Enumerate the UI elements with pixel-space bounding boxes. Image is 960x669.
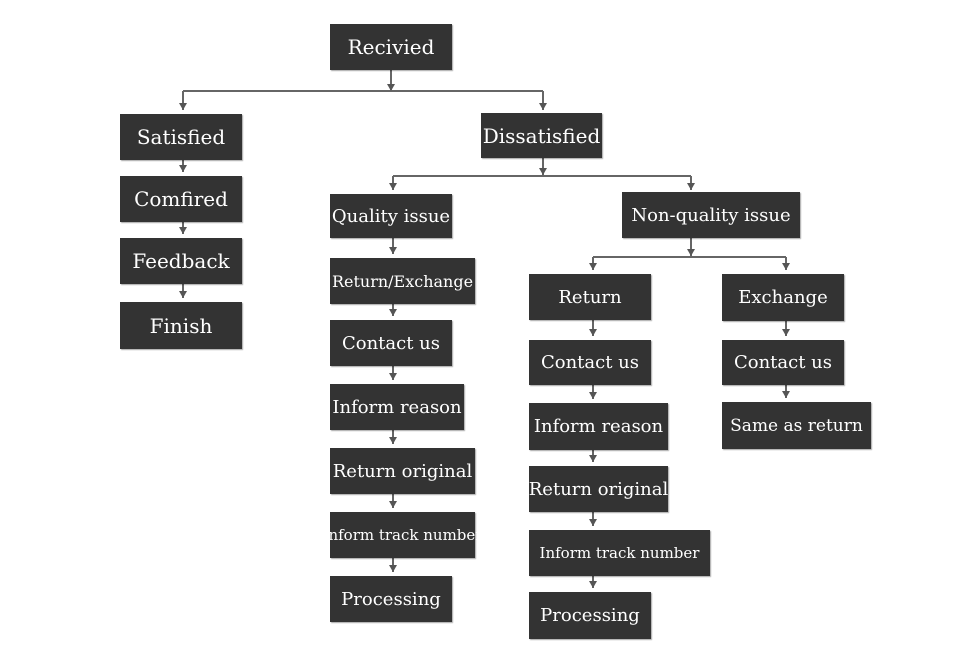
node-exchange: Exchange [722, 274, 844, 321]
node-return-exchange: Return/Exchange [330, 258, 475, 304]
node-exchange-contact-us: Contact us [722, 340, 844, 385]
node-finish: Finish [120, 302, 242, 349]
node-return-inform-track-number: Inform track number [529, 530, 710, 576]
node-quality-return-original: Return original [330, 448, 475, 494]
node-return-return-original: Return original [529, 466, 668, 512]
node-comfired: Comfired [120, 176, 242, 222]
node-return-contact-us: Contact us [529, 340, 651, 385]
node-return: Return [529, 274, 651, 320]
node-return-processing: Processing [529, 592, 651, 639]
node-exchange-same-as-return: Same as return [722, 402, 871, 449]
node-non-quality-issue: Non-quality issue [622, 192, 800, 238]
node-dissatisfied: Dissatisfied [481, 113, 602, 158]
node-quality-contact-us: Contact us [330, 320, 452, 366]
node-quality-inform-reason: Inform reason [330, 384, 464, 430]
node-quality-processing: Processing [330, 576, 452, 622]
node-quality-issue: Quality issue [330, 194, 452, 238]
node-quality-inform-track-number: Inform track number [323, 512, 482, 558]
node-recivied: Recivied [330, 24, 452, 70]
node-feedback: Feedback [120, 238, 242, 284]
node-return-inform-reason: Inform reason [529, 403, 668, 450]
node-satisfied: Satisfied [120, 114, 242, 160]
